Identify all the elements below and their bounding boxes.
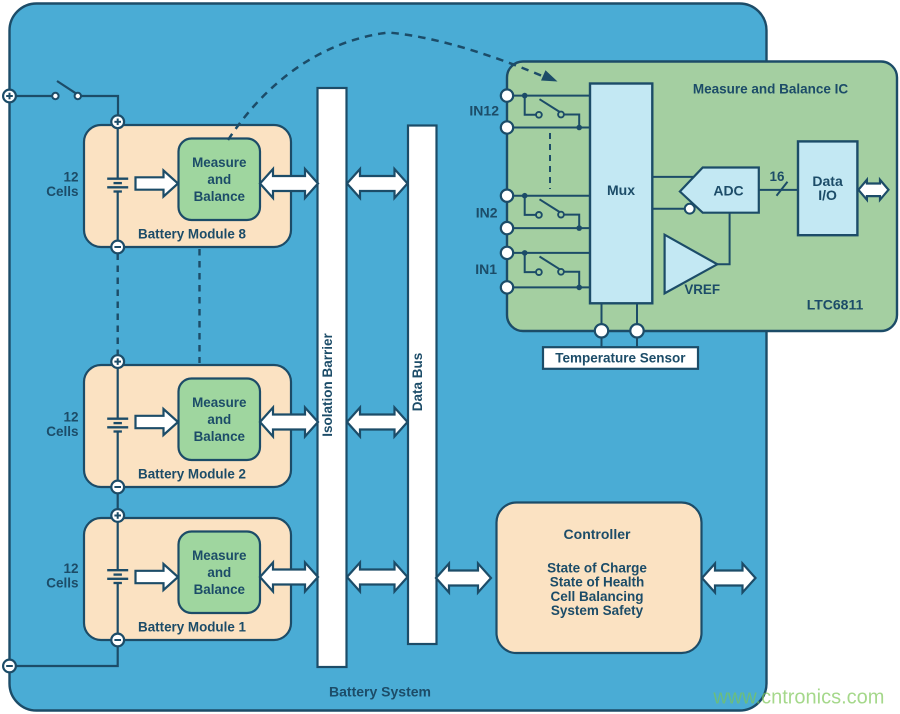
svg-text:16: 16 bbox=[770, 169, 785, 184]
svg-text:Balance: Balance bbox=[194, 189, 245, 204]
svg-text:Measure and Balance IC: Measure and Balance IC bbox=[693, 82, 849, 97]
svg-text:Cell Balancing: Cell Balancing bbox=[550, 589, 643, 604]
svg-text:and: and bbox=[207, 565, 231, 580]
svg-text:Measure: Measure bbox=[192, 155, 246, 170]
svg-text:I/O: I/O bbox=[818, 187, 837, 203]
svg-text:ADC: ADC bbox=[713, 182, 743, 198]
svg-text:IN1: IN1 bbox=[475, 261, 497, 277]
svg-text:State of Health: State of Health bbox=[550, 575, 645, 590]
svg-text:Data Bus: Data Bus bbox=[410, 353, 425, 412]
svg-text:Battery Module 1: Battery Module 1 bbox=[138, 620, 246, 635]
svg-text:Battery System: Battery System bbox=[329, 684, 431, 700]
svg-text:VREF: VREF bbox=[684, 282, 720, 297]
svg-text:State of Charge: State of Charge bbox=[547, 560, 647, 575]
svg-text:System Safety: System Safety bbox=[551, 603, 644, 618]
svg-text:Balance: Balance bbox=[194, 582, 245, 597]
svg-text:LTC6811: LTC6811 bbox=[807, 297, 864, 313]
svg-text:Measure: Measure bbox=[192, 548, 246, 563]
svg-text:Temperature Sensor: Temperature Sensor bbox=[555, 351, 686, 366]
svg-text:12: 12 bbox=[63, 410, 78, 425]
svg-text:and: and bbox=[207, 412, 231, 427]
svg-text:Balance: Balance bbox=[194, 429, 245, 444]
svg-text:12: 12 bbox=[63, 170, 78, 185]
svg-text:Mux: Mux bbox=[607, 182, 635, 198]
svg-text:12: 12 bbox=[63, 561, 78, 576]
svg-text:Cells: Cells bbox=[46, 576, 78, 591]
svg-text:Isolation Barrier: Isolation Barrier bbox=[320, 332, 335, 436]
svg-text:IN12: IN12 bbox=[469, 103, 499, 119]
svg-text:Data: Data bbox=[812, 173, 843, 189]
svg-text:Controller: Controller bbox=[564, 526, 631, 542]
svg-text:Measure: Measure bbox=[192, 395, 246, 410]
svg-text:IN2: IN2 bbox=[476, 204, 498, 220]
svg-text:Cells: Cells bbox=[46, 424, 78, 439]
svg-text:Battery Module 2: Battery Module 2 bbox=[138, 467, 246, 482]
svg-text:Cells: Cells bbox=[46, 184, 78, 199]
svg-text:and: and bbox=[207, 172, 231, 187]
svg-text:Battery Module 8: Battery Module 8 bbox=[138, 227, 246, 242]
svg-text:www.cntronics.com: www.cntronics.com bbox=[712, 687, 884, 709]
